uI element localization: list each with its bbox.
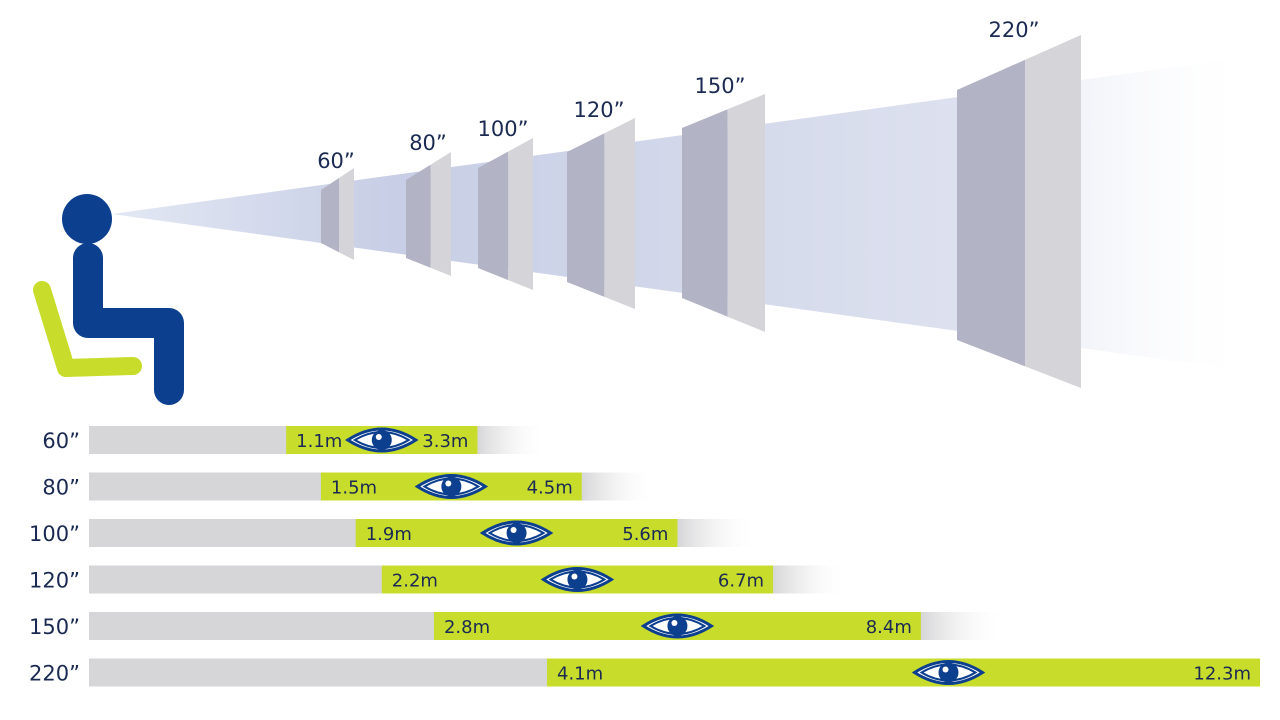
screen-80: 80” [406,131,451,276]
screen-side-150 [682,109,728,317]
distance-bars: 60” 1.1m 3.3m 80” 1.5m 4.5m 100” 1.9m 5.6m 120” 2.… [29,426,1260,687]
screen-side-220 [957,59,1026,367]
screen-side-80 [406,164,431,268]
size-category-label: 220” [29,662,80,686]
distance-row-80: 80” 1.5m 4.5m [42,472,657,501]
distance-track-fade [677,519,758,547]
size-category-label: 80” [42,476,80,500]
screen-front-100 [508,138,533,290]
screen-size-label: 60” [317,149,355,173]
min-distance-label: 1.1m [296,431,342,452]
min-distance-label: 2.8m [444,617,490,638]
screen-front-60 [339,168,354,260]
screen-side-60 [321,177,340,253]
eye-icon [479,520,554,546]
size-category-label: 100” [29,522,80,546]
screen-front-120 [604,118,635,309]
distance-track-fade [477,426,548,454]
distance-track-fade [920,612,1006,640]
screen-side-120 [567,133,605,297]
max-distance-label: 6.7m [718,571,764,592]
size-category-label: 150” [29,615,80,639]
min-distance-label: 1.9m [366,524,412,545]
screen-size-label: 100” [478,117,529,141]
eye-icon [414,474,489,499]
min-distance-label: 4.1m [557,664,603,685]
screen-100: 100” [478,117,533,290]
seated-person-icon [33,194,184,405]
screen-size-label: 150” [695,74,746,98]
screen-120: 120” [567,98,635,309]
eye-icon [911,660,986,685]
distance-track-fade [773,565,849,594]
screen-220: 220” [957,18,1081,388]
distance-track-fade [581,472,657,501]
screen-size-label: 220” [989,18,1040,42]
distance-row-220: 220” 4.1m 12.3m [29,658,1260,687]
screen-60: 60” [317,149,355,260]
max-distance-label: 3.3m [422,431,468,452]
screen-front-220 [1025,35,1081,388]
distance-row-150: 150” 2.8m 8.4m [29,612,1006,640]
eye-icon [540,567,615,592]
distance-row-60: 60” 1.1m 3.3m [42,426,548,454]
distance-row-120: 120” 2.2m 6.7m [29,565,849,594]
screen-150: 150” [682,74,765,332]
screen-front-80 [430,152,451,276]
recommended-range-bar [547,658,1260,687]
screen-size-label: 120” [574,98,625,122]
max-distance-label: 4.5m [527,478,573,499]
screen-side-100 [478,151,509,281]
distance-row-100: 100” 1.9m 5.6m [29,519,758,547]
max-distance-label: 8.4m [866,617,912,638]
screen-front-150 [727,94,765,332]
eye-icon [640,613,715,639]
size-category-label: 120” [29,569,80,593]
screen-size-label: 80” [409,131,447,155]
min-distance-label: 2.2m [392,571,438,592]
eye-icon [345,427,419,453]
max-distance-label: 12.3m [1193,664,1251,685]
max-distance-label: 5.6m [622,524,668,545]
screen-illustrations: 60” 80” 100” 120” 150” 220” [317,18,1081,388]
min-distance-label: 1.5m [331,478,377,499]
size-category-label: 60” [42,429,80,453]
